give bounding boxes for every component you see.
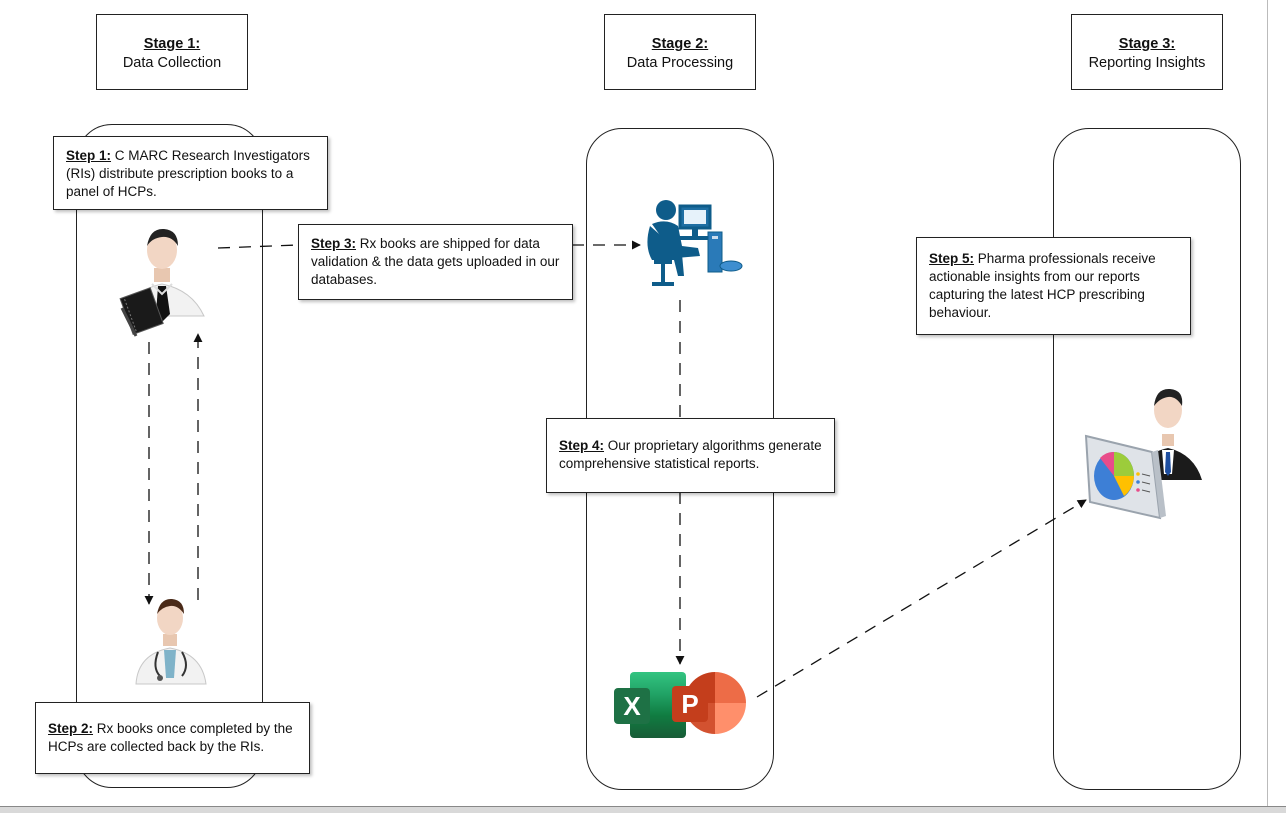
lane-data-collection: [76, 124, 263, 788]
step-1-box: Step 1: C MARC Research Investigators (R…: [53, 136, 328, 210]
powerpoint-letter-tile: P: [672, 686, 708, 722]
stage-3-header: Stage 3: Reporting Insights: [1071, 14, 1223, 90]
doctor-icon: [135, 598, 207, 685]
excel-letter: X: [623, 691, 641, 721]
step-5-label: Step 5:: [929, 251, 975, 266]
step-2-text: Rx books once completed by the HCPs are …: [48, 721, 293, 754]
powerpoint-letter: P: [681, 689, 699, 719]
step-1-text: C MARC Research Investigators (RIs) dist…: [66, 148, 310, 199]
stage-2-subtitle: Data Processing: [626, 55, 734, 71]
step-3-box: Step 3: Rx books are shipped for data va…: [298, 224, 573, 300]
stage-3-subtitle: Reporting Insights: [1088, 55, 1206, 71]
connector-hcp-to-step3: [217, 244, 299, 249]
step-5-text: Pharma professionals receive actionable …: [929, 251, 1156, 320]
stage-1-title: Stage 1:: [143, 36, 201, 52]
stage-2-header: Stage 2: Data Processing: [604, 14, 756, 90]
step-3-text: Rx books are shipped for data validation…: [311, 236, 560, 287]
connector-office-to-presenter: [756, 499, 1087, 698]
businessman-presentation-icon: [1084, 388, 1202, 520]
step-5-box: Step 5: Pharma professionals receive act…: [916, 237, 1191, 335]
lane-reporting-insights: [1053, 128, 1241, 790]
step-3-label: Step 3:: [311, 236, 357, 251]
step-4-label: Step 4:: [559, 438, 605, 453]
step-2-label: Step 2:: [48, 721, 94, 736]
step-4-text: Our proprietary algorithms generate comp…: [559, 438, 822, 471]
stage-1-header: Stage 1: Data Collection: [96, 14, 248, 90]
excel-letter-tile: X: [614, 688, 650, 724]
right-edge-rule: [1267, 0, 1268, 806]
hcp-with-rx-book-icon: [119, 228, 205, 337]
computer-operator-icon: [647, 200, 743, 286]
step-2-box: Step 2: Rx books once completed by the H…: [35, 702, 310, 774]
stage-2-title: Stage 2:: [651, 36, 709, 52]
bottom-edge-rule: [0, 806, 1286, 813]
stage-3-title: Stage 3:: [1118, 36, 1176, 52]
step-4-box: Step 4: Our proprietary algorithms gener…: [546, 418, 835, 493]
powerpoint-icon: P: [672, 672, 748, 738]
stage-1-subtitle: Data Collection: [122, 55, 222, 71]
step-1-label: Step 1:: [66, 148, 112, 163]
